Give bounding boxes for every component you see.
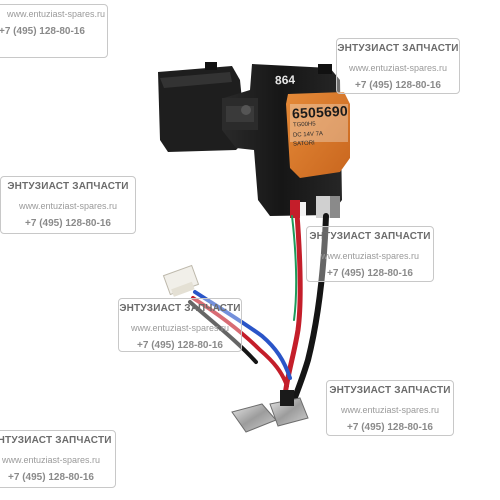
watermark-url: www.entuziast-spares.ru bbox=[130, 323, 230, 333]
watermark-phone: +7 (495) 128-80-16 bbox=[0, 26, 85, 37]
watermark-title: ЭНТУЗИАСТ ЗАПЧАСТИ bbox=[337, 43, 459, 54]
watermark-block-left: ЭНТУЗИАСТ ЗАПЧАСТИ www.entuziast-spares.… bbox=[0, 176, 136, 234]
watermark-phone: +7 (495) 128-80-16 bbox=[327, 268, 413, 279]
watermark-title: ЭНТУЗИАСТ ЗАПЧАСТИ bbox=[309, 231, 431, 242]
watermark-url: www.entuziast-spares.ru bbox=[340, 405, 440, 415]
watermark-title: ЭНТУЗИАСТ ЗАПЧАСТИ bbox=[119, 303, 241, 314]
watermark-url: www.entuziast-spares.ru bbox=[7, 9, 106, 19]
watermark-block-mid-right: ЭНТУЗИАСТ ЗАПЧАСТИ www.entuziast-spares.… bbox=[306, 226, 434, 282]
connector-icon bbox=[162, 264, 200, 297]
watermark-title: ЭНТУЗИАСТ ЗАПЧАСТИ bbox=[0, 435, 112, 446]
watermark-url: www.entuziast-spares.ru bbox=[18, 201, 118, 211]
watermark-block-top-right: ЭНТУЗИАСТ ЗАПЧАСТИ www.entuziast-spares.… bbox=[336, 38, 460, 94]
wire-harness-icon bbox=[188, 211, 329, 413]
watermark-url: www.entuziast-spares.ru bbox=[320, 251, 420, 261]
watermark-phone: +7 (495) 128-80-16 bbox=[137, 340, 223, 351]
label-line-3: SATORI bbox=[292, 140, 315, 148]
watermark-block-center: ЭНТУЗИАСТ ЗАПЧАСТИ www.entuziast-spares.… bbox=[118, 298, 242, 352]
watermark-phone: +7 (495) 128-80-16 bbox=[8, 472, 94, 483]
watermark-url: www.entuziast-spares.ru bbox=[1, 455, 101, 465]
watermark-title: ЭНТУЗИАСТ ЗАПЧАСТИ bbox=[7, 181, 129, 192]
watermark-block-bottom-right: ЭНТУЗИАСТ ЗАПЧАСТИ www.entuziast-spares.… bbox=[326, 380, 454, 436]
watermark-phone: +7 (495) 128-80-16 bbox=[355, 80, 441, 91]
label-line-1: TG00H5 bbox=[292, 121, 316, 129]
watermark-phone: +7 (495) 128-80-16 bbox=[347, 422, 433, 433]
terminal-icon bbox=[231, 390, 309, 433]
housing-mark: 864 bbox=[274, 72, 296, 88]
watermark-block-bottom-left: ЭНТУЗИАСТ ЗАПЧАСТИ www.entuziast-spares.… bbox=[0, 430, 116, 488]
watermark-url: www.entuziast-spares.ru bbox=[348, 63, 448, 73]
product-label-sticker bbox=[286, 92, 350, 178]
watermark-phone: +7 (495) 128-80-16 bbox=[25, 218, 111, 229]
watermark-block-top-left: www.entuziast-spares.ru +7 (495) 128-80-… bbox=[0, 4, 108, 58]
watermark-title: ЭНТУЗИАСТ ЗАПЧАСТИ bbox=[329, 385, 451, 396]
label-number: 6505690 bbox=[291, 102, 349, 122]
